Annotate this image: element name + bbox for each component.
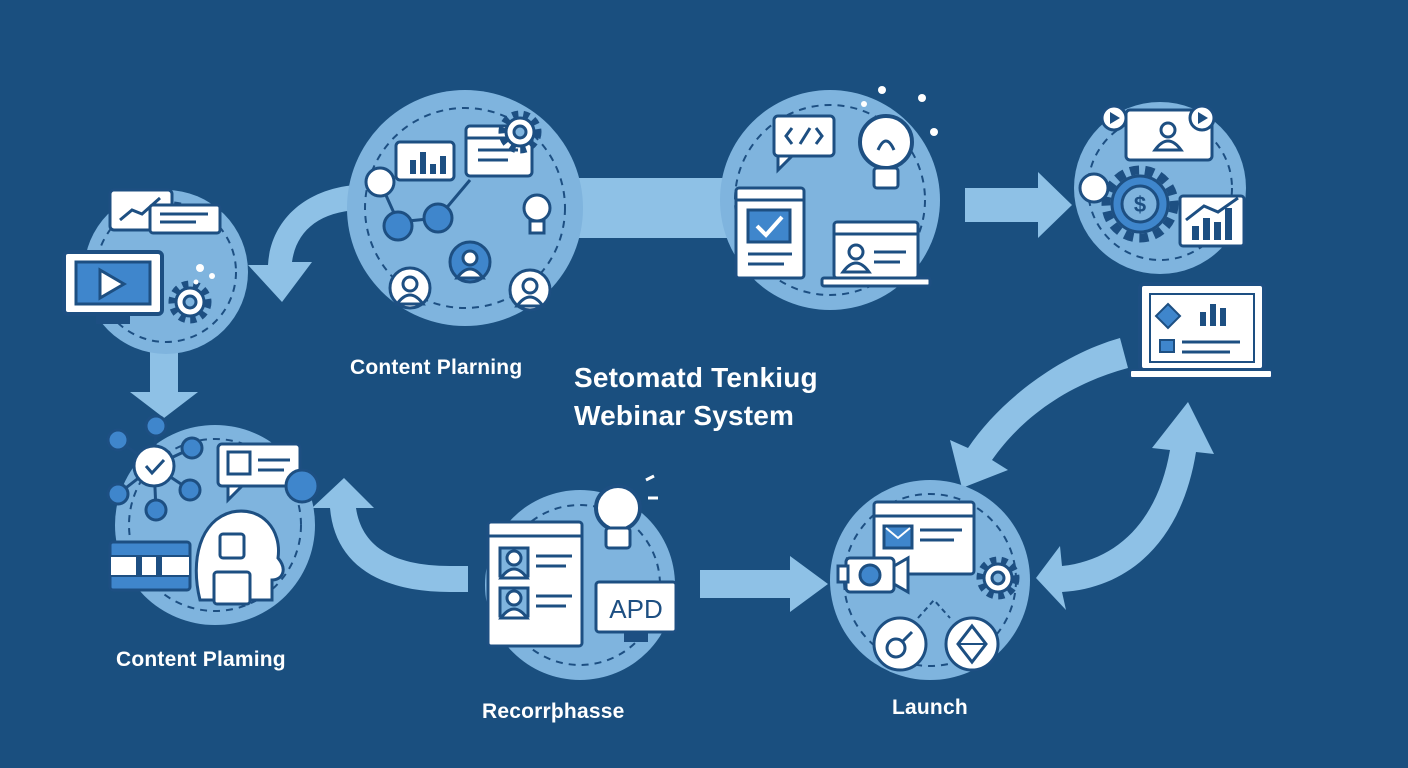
gender-icon xyxy=(872,616,928,672)
arrow-down-left xyxy=(130,348,198,418)
film-strip-icon xyxy=(108,540,192,592)
growth-chart-icon xyxy=(1178,194,1246,248)
laptop-dashboard-icon xyxy=(1129,282,1273,379)
search-icon xyxy=(284,468,320,504)
launch-window-icon xyxy=(872,500,976,576)
profile-card-icon xyxy=(216,442,302,504)
video-camera-icon xyxy=(836,555,910,595)
dots-icon xyxy=(193,264,215,285)
bar-chart-icon xyxy=(394,140,456,182)
curved-arrow-bottom-left xyxy=(312,478,468,592)
profile-list-icon xyxy=(486,520,584,648)
network-nodes-icon xyxy=(364,166,472,242)
arrow-right-bottom xyxy=(700,556,828,612)
lightbulb-idea-icon xyxy=(594,474,658,550)
label-launch: Launch xyxy=(892,696,968,719)
label-content-planning-bottom: Content Plaming xyxy=(116,648,286,671)
curved-arrow-right-lower xyxy=(1036,402,1214,610)
lightbulb-small-icon xyxy=(522,193,552,235)
apd-monitor-icon: APD xyxy=(594,580,678,642)
band-arrow-top xyxy=(560,178,760,238)
title-line2: Webinar System xyxy=(574,400,795,431)
apd-text: APD xyxy=(609,594,662,624)
refresh-icon xyxy=(1078,172,1110,204)
lightbulb-icon xyxy=(858,86,938,190)
head-lock-icon xyxy=(194,509,285,606)
chat-window-icon xyxy=(464,124,534,178)
checkbox-form-icon xyxy=(734,186,806,280)
chart-chat-icon xyxy=(108,188,222,235)
svg-text:$: $ xyxy=(1134,192,1146,217)
curved-arrow-top-left xyxy=(248,185,358,302)
title-line1: Setomatd Tenkiug xyxy=(574,362,818,393)
curved-arrow-right-upper xyxy=(950,338,1128,488)
arrow-right-top xyxy=(965,172,1072,238)
diamond-icon xyxy=(944,616,1000,672)
dollar-gear-icon: $ xyxy=(1101,165,1179,243)
users-icon xyxy=(388,240,552,312)
monitor-play-icon xyxy=(62,250,164,324)
video-profile-icon xyxy=(1100,104,1216,162)
connector-line xyxy=(917,598,951,619)
flow-arrows xyxy=(130,172,1214,612)
label-record-phase: Recorrþhasse xyxy=(482,700,625,723)
label-content-planning-top: Content Plarning xyxy=(350,356,523,379)
code-chat-icon xyxy=(772,114,836,174)
laptop-profile-icon xyxy=(820,220,932,288)
hub-network-icon xyxy=(106,414,204,522)
